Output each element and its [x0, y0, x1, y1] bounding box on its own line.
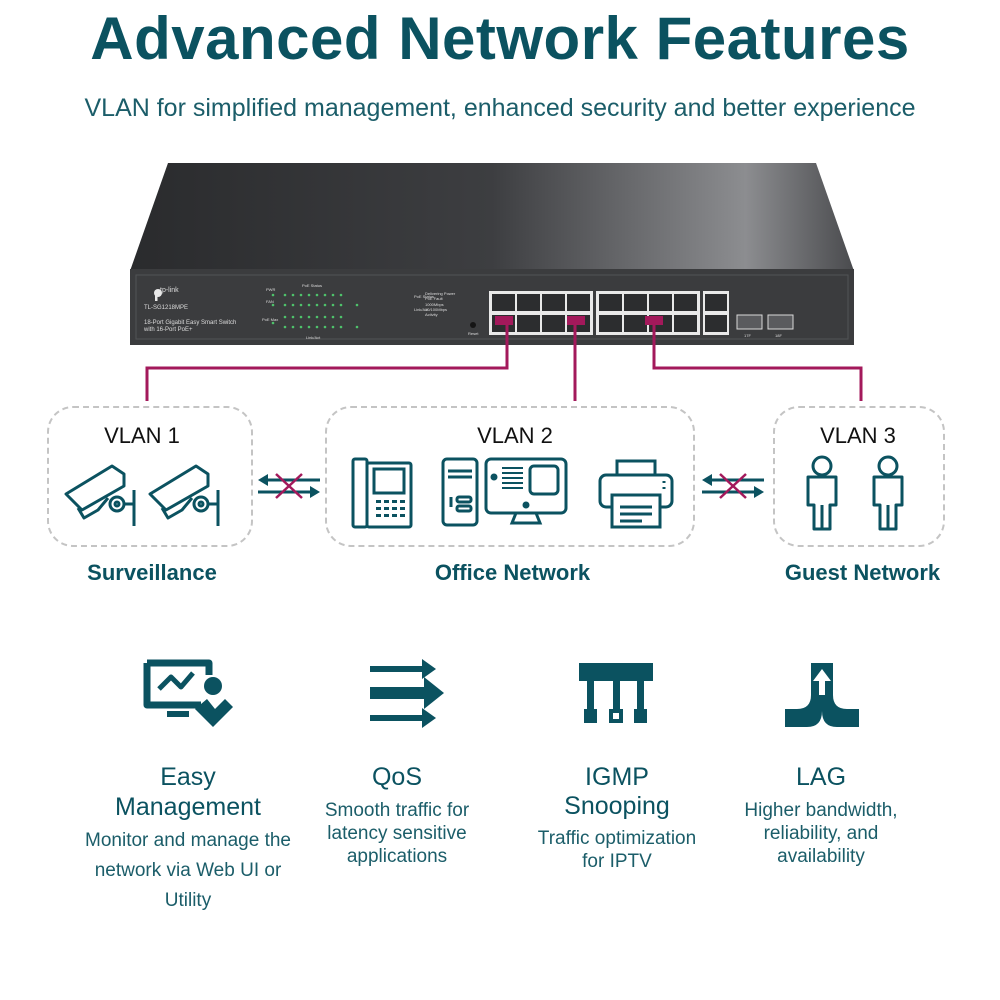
tp-link-logo	[154, 289, 162, 301]
feature-desc-3: availability	[777, 846, 865, 867]
reset-button	[470, 322, 476, 328]
blocked-cross-icon	[719, 473, 747, 499]
feature-desc-1: Traffic optimization	[537, 828, 697, 849]
feature-title-1: QoS	[371, 763, 423, 791]
feature-title-1: IGMP	[585, 763, 649, 791]
vlan1-title: VLAN 1	[104, 423, 180, 448]
guest-network-label: Guest Network	[784, 560, 941, 585]
printer-icon	[598, 459, 674, 529]
switch-description-1: 18-Port Gigabit Easy Smart Switch	[144, 320, 237, 326]
page-title: Advanced Network Features	[90, 5, 910, 72]
monitor-user-check-icon	[143, 659, 233, 727]
camera-icon	[148, 464, 220, 526]
desktop-computer-icon	[441, 457, 568, 527]
surveillance-label: Surveillance	[87, 560, 217, 585]
feature-desc-2: network via Web UI or	[94, 860, 282, 881]
page-subtitle: VLAN for simplified management, enhanced…	[84, 94, 916, 122]
isolation-arrows-icon	[702, 473, 764, 499]
reset-label: Reset	[468, 331, 479, 336]
vlan3-title: VLAN 3	[820, 423, 896, 448]
sfp-18-label: 18F	[775, 333, 782, 338]
desk-phone-icon	[351, 457, 413, 529]
legend-link-act: Link/Act	[414, 307, 429, 312]
switch-illustration	[130, 163, 854, 345]
switch-model: TL-SG1218MPE	[144, 305, 189, 311]
feature-title-1: Easy	[160, 763, 216, 791]
network-switch: tp-link TL-SG1218MPE 18-Port Gigabit Eas…	[130, 163, 854, 348]
legend-poe-fault: PoE Fault	[425, 296, 443, 301]
pwr-label: PWR	[266, 287, 276, 292]
sfp-17-label: 17F	[744, 333, 751, 338]
rj45-ports	[489, 291, 729, 335]
lag-merge-icon	[785, 663, 859, 727]
legend-poe-status: PoE Status	[414, 294, 435, 299]
office-device-icons	[351, 457, 674, 529]
legend-1000: 1000Mbps	[425, 302, 444, 307]
guest-icons	[806, 455, 904, 531]
feature-desc-2: reliability, and	[763, 823, 879, 844]
vlan2-group	[325, 406, 695, 547]
camera-icons	[64, 464, 220, 526]
legend-delivering-power: Delivering Power	[425, 291, 456, 296]
vlan2-title: VLAN 2	[477, 423, 553, 448]
brand-logo-text: tp-link	[160, 287, 179, 294]
feature-desc-1: Monitor and manage the	[85, 830, 291, 851]
vlan3-group	[773, 406, 945, 547]
feature-desc-1: Smooth traffic for	[324, 800, 470, 821]
person-icon	[872, 455, 904, 531]
fan-label: FAN	[266, 299, 274, 304]
isolation-arrows-icon	[258, 473, 320, 499]
vlan-highlighted-ports	[495, 316, 663, 325]
poe-status-label: PoE Status	[302, 283, 323, 288]
feature-desc-1: Higher bandwidth,	[744, 800, 898, 821]
feature-title-2: Management	[115, 793, 261, 821]
office-network-label: Office Network	[434, 560, 591, 585]
camera-icon	[64, 464, 136, 526]
poe-max-label: PoE Max	[262, 317, 279, 322]
feature-desc-3: Utility	[164, 890, 212, 911]
vlan1-group	[47, 406, 253, 547]
feature-desc-2: latency sensitive	[327, 823, 467, 844]
qos-arrows-icon	[370, 659, 444, 728]
switch-top	[130, 163, 854, 271]
legend-activity: Activity	[425, 312, 438, 317]
feature-desc-2: for IPTV	[582, 851, 652, 872]
link-act-label: Link/Act	[306, 335, 321, 340]
feature-desc-3: applications	[346, 846, 448, 867]
blocked-cross-icon	[275, 473, 303, 499]
feature-title-1: LAG	[795, 763, 847, 791]
legend-10-100: 10/100Mbps	[425, 307, 448, 312]
switch-description-2: with 16-Port PoE+	[144, 327, 193, 333]
person-icon	[806, 455, 838, 531]
feature-title-2: Snooping	[564, 792, 670, 820]
igmp-snooping-icon	[579, 663, 653, 723]
